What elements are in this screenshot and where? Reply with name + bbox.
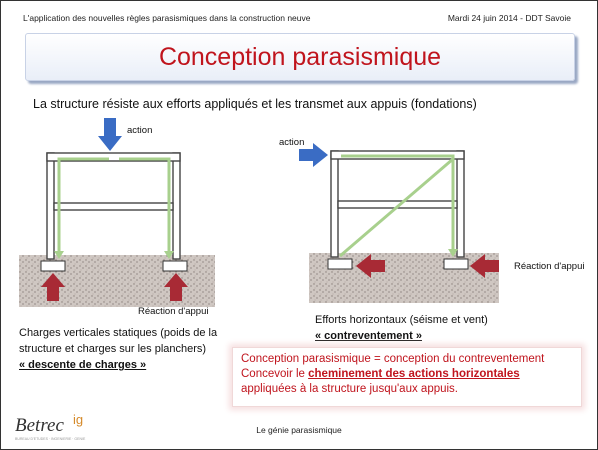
logo-suffix: ig bbox=[73, 412, 84, 427]
left-caption: Charges verticales statiques (poids de l… bbox=[19, 325, 217, 373]
left-reaction-label: Réaction d'appui bbox=[138, 306, 209, 317]
header-left: L'application des nouvelles règles paras… bbox=[23, 13, 311, 23]
conclusion-line2: Concevoir le cheminement des actions hor… bbox=[241, 367, 573, 382]
left-action-arrow bbox=[98, 118, 122, 151]
right-action-arrow bbox=[299, 143, 328, 167]
right-frame-diagram bbox=[299, 143, 499, 303]
left-caption-line2: structure et charges sur les planchers) bbox=[19, 343, 207, 355]
slide-subtitle: La structure résiste aux efforts appliqu… bbox=[33, 97, 477, 111]
left-reaction-arrow-left bbox=[41, 273, 65, 301]
conclusion-line1: Conception parasismique = conception du … bbox=[241, 353, 545, 365]
right-reaction-arrow-left bbox=[356, 254, 385, 278]
left-frame-diagram bbox=[19, 118, 215, 307]
right-load-path bbox=[339, 154, 458, 258]
left-footing-right bbox=[162, 260, 188, 272]
left-caption-emphasis: « descente de charges » bbox=[19, 359, 147, 371]
conclusion-line3: appliquées à la structure jusqu'aux appu… bbox=[241, 383, 459, 395]
right-footing-left bbox=[327, 258, 353, 270]
header-right: Mardi 24 juin 2014 - DDT Savoie bbox=[447, 13, 571, 23]
left-frame bbox=[46, 152, 181, 260]
right-caption-line1: Efforts horizontaux (séisme et vent) bbox=[315, 314, 488, 326]
slide-title: Conception parasismique bbox=[158, 43, 442, 71]
company-logo: Betrec ig BUREAU D'ETUDES · INGENIERIE ·… bbox=[11, 412, 89, 443]
left-footing-left bbox=[40, 260, 66, 272]
right-reaction-arrow-right bbox=[470, 254, 499, 278]
left-caption-line1: Charges verticales statiques (poids de l… bbox=[19, 327, 218, 339]
right-reaction-label: Réaction d'appui bbox=[514, 261, 585, 272]
right-footing-right bbox=[443, 258, 469, 270]
conclusion-box: Conception parasismique = conception du … bbox=[232, 347, 582, 407]
right-caption-emphasis: « contreventement » bbox=[315, 330, 422, 342]
right-action-label: action bbox=[279, 137, 305, 148]
left-action-label: action bbox=[127, 125, 153, 136]
logo-name: Betrec bbox=[15, 415, 64, 436]
title-box: Conception parasismique bbox=[25, 33, 575, 81]
left-load-path bbox=[54, 157, 174, 259]
conclusion-line2-prefix: Concevoir le bbox=[241, 368, 309, 380]
footer: Le génie parasismique bbox=[256, 425, 342, 435]
right-caption: Efforts horizontaux (séisme et vent) « c… bbox=[315, 312, 488, 344]
left-reaction-arrow-right bbox=[164, 273, 188, 301]
logo-tagline: BUREAU D'ETUDES · INGENIERIE · GENIE bbox=[15, 437, 86, 441]
conclusion-highlight: cheminement des actions horizontales bbox=[308, 368, 520, 380]
